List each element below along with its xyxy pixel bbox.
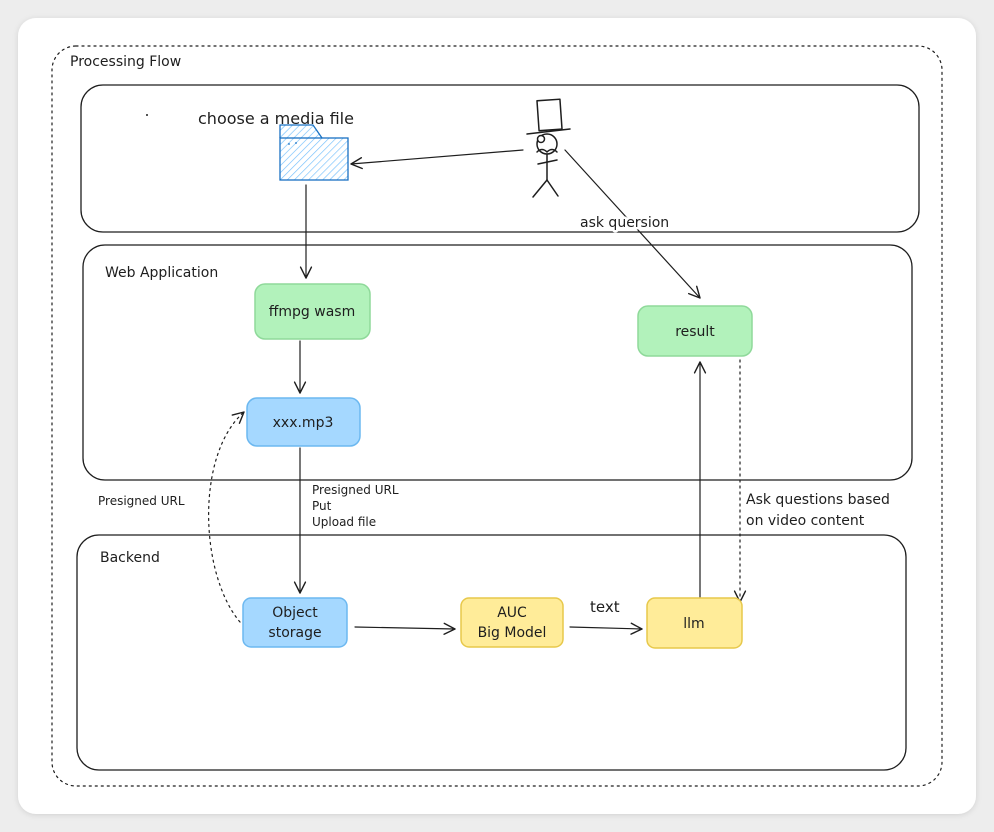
object-storage-node: Object storage (242, 597, 348, 648)
ask-question-label: ask quersion (580, 215, 669, 231)
top-hat (536, 98, 563, 132)
backend-label: Backend (100, 550, 160, 566)
arrow-user-to-folder (350, 149, 524, 170)
arrow-auc-to-llm (569, 622, 643, 635)
arrow-user-to-result (564, 149, 701, 299)
top-hat-person-icon (526, 98, 571, 198)
canvas-card (18, 18, 976, 814)
mp3-box (246, 397, 361, 447)
arms (537, 159, 558, 165)
folder-tab (279, 124, 323, 139)
dotted-arrow-storage-to-mp3 (208, 411, 245, 623)
ffmpg-wasm-node: ffmpg wasm (254, 283, 371, 340)
monocle (536, 134, 546, 144)
result-box (637, 305, 753, 357)
folder-icon (279, 124, 349, 181)
llm-node: llm (646, 597, 743, 649)
upload-label-line: Put (312, 499, 332, 513)
backend-zone (76, 534, 907, 771)
right-leg (546, 179, 559, 197)
mustache (536, 148, 558, 153)
auc-big-model-box (460, 597, 564, 648)
object-storage-label-line: Object (272, 605, 318, 621)
web-application-label: Web Application (105, 265, 218, 281)
presigned-url-left-label: Presigned URL (98, 494, 185, 508)
object-storage-box (242, 597, 348, 648)
mp3-node: xxx.mp3 (246, 397, 361, 447)
ffmpg-wasm-box (254, 283, 371, 340)
ffmpg-wasm-label: ffmpg wasm (269, 304, 355, 320)
ask-based-on-video-label-line: on video content (746, 513, 865, 529)
auc-big-model-node: AUC Big Model (460, 597, 564, 648)
result-node: result (637, 305, 753, 357)
upload-label-line: Presigned URL (312, 483, 399, 497)
auc-big-model-label-line: Big Model (478, 625, 547, 641)
text-edge-label: text (590, 598, 620, 616)
upload-label-line: Upload file (312, 515, 376, 529)
ask-based-on-video-label-line: Ask questions based (746, 492, 890, 508)
auc-big-model-label-line: AUC (497, 605, 527, 621)
object-storage-label-line: storage (268, 625, 321, 641)
left-leg (532, 179, 548, 198)
llm-label: llm (683, 616, 704, 632)
choose-media-file-label: choose a media file (198, 109, 354, 128)
folder-dot (295, 142, 297, 144)
folder-body (279, 137, 349, 181)
llm-box (646, 597, 743, 649)
web-application-zone (82, 244, 913, 481)
folder-dot (288, 143, 290, 145)
arrow-object-storage-to-auc (354, 622, 456, 635)
hat-brim (526, 128, 571, 135)
processing-flow-title: Processing Flow (70, 54, 181, 70)
mp3-label: xxx.mp3 (273, 415, 334, 431)
result-label: result (675, 324, 715, 340)
user-zone (80, 84, 920, 233)
processing-flow-frame (51, 45, 943, 787)
stray-dot (146, 114, 148, 116)
